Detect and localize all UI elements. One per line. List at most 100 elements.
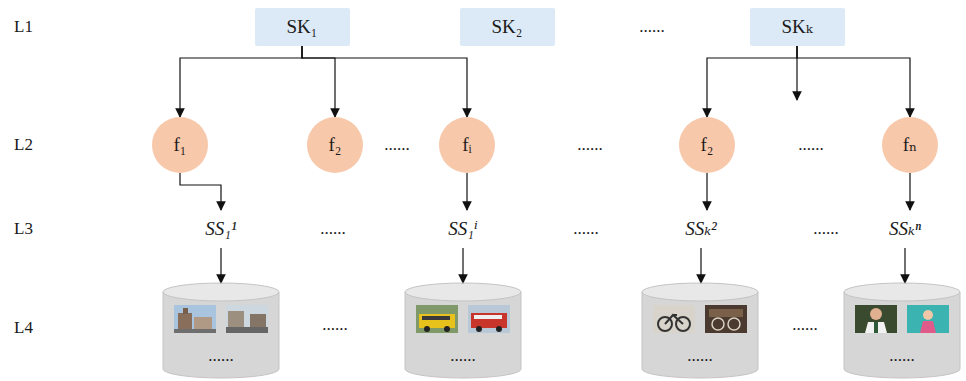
illustration-part [183,308,188,314]
subset-box: SS₁ⁱ [417,210,509,248]
illustration-part [474,315,502,319]
illustration-part [174,329,216,333]
ellipsis: ...... [792,315,818,335]
arrow-connector [700,248,701,283]
node-text: f₂ [329,134,342,156]
illustration-part [728,318,740,330]
illustration-part [424,326,430,332]
level-label: L3 [14,219,33,239]
database-cylinder: ...... [163,283,279,378]
cylinder-side [405,292,521,378]
illustration-part [920,321,936,333]
ellipsis: ...... [577,135,603,155]
node-text: SS₁¹ [205,218,236,240]
ellipsis: ...... [320,219,346,239]
illustration-part [163,283,279,301]
arrow-connector [220,248,221,283]
ellipsis: ...... [639,17,665,37]
illustration-part [844,283,960,301]
node-text: SK₂ [492,16,523,38]
cylinder-top [163,283,279,301]
cylinder-side [163,292,279,378]
person-photo [907,305,949,333]
illustration-part [653,305,695,333]
cylinder-top [405,283,521,301]
cylinder-top [844,283,960,301]
illustration-part [870,308,882,320]
person-photo [855,305,897,333]
illustration-part [405,292,521,378]
illustration-part [874,322,878,333]
level-label: L1 [14,17,33,37]
circle-fill [679,117,735,173]
bus-photo [468,305,510,333]
ellipsis: ...... [573,219,599,239]
street-photo [226,305,268,333]
illustration-part [419,314,455,328]
illustration-part [642,292,758,378]
illustration-part [471,313,507,328]
node-text: SSₖⁿ [889,218,921,240]
database-cylinder: ...... [844,283,960,378]
node-text: f₁ [174,134,187,156]
illustration-part [709,309,743,317]
illustration-part [705,305,747,333]
bus-photo [416,305,458,333]
circle-fill [439,117,495,173]
ellipsis: ...... [384,135,410,155]
illustration-part [468,305,510,333]
illustration-part [163,292,279,378]
arrow-connector [707,46,797,117]
bicycle-photo [653,305,695,333]
node-text: ...... [208,346,234,366]
illustration-part [416,305,458,333]
node-text: f₂ [701,134,714,156]
illustration-part [194,317,212,329]
circle-fill [882,117,938,173]
node-text: ...... [450,346,476,366]
arrow-connector [180,173,221,210]
arrow-connector [180,46,302,117]
arrow-connector [302,46,335,117]
function-circle: f₁ [152,117,208,173]
node-text: SS₁ⁱ [448,218,477,240]
illustration-part [422,316,450,320]
illustration-part [476,326,482,332]
cylinder-top [642,283,758,301]
illustration-part [712,318,724,330]
illustration-part [226,327,268,333]
sk-box: SK₁ [255,8,350,46]
arrow-connector [462,248,463,283]
arrow-connector [466,173,467,210]
cylinder-side [844,292,960,378]
arrow-connector [302,46,467,117]
illustration-part [642,283,758,301]
illustration-part [405,283,521,301]
bicycle-photo [705,305,747,333]
subset-box: SS₁¹ [175,210,267,248]
illustration-part [250,314,266,327]
node-text: fₙ [903,134,918,156]
subset-box: SSₖ² [655,210,747,248]
function-circle: fₙ [882,117,938,173]
arrow-connector [904,248,905,283]
node-text: SK₁ [287,16,318,38]
illustration-part [855,305,897,333]
illustration-part [865,322,887,333]
node-text: SKₖ [781,16,812,38]
sk-box: SKₖ [750,8,845,46]
cylinder-fill [163,283,960,378]
illustration-part [907,305,949,333]
arrow-connector [706,173,707,210]
street-photo [174,305,216,333]
database-cylinder: ...... [405,283,521,378]
cylinder-side [642,292,758,378]
illustration-part [923,310,933,320]
arrow-connector [797,46,910,117]
subset-box: SSₖⁿ [859,210,951,248]
level-label: L2 [14,135,33,155]
ellipsis: ...... [813,219,839,239]
circle-fill [152,117,208,173]
